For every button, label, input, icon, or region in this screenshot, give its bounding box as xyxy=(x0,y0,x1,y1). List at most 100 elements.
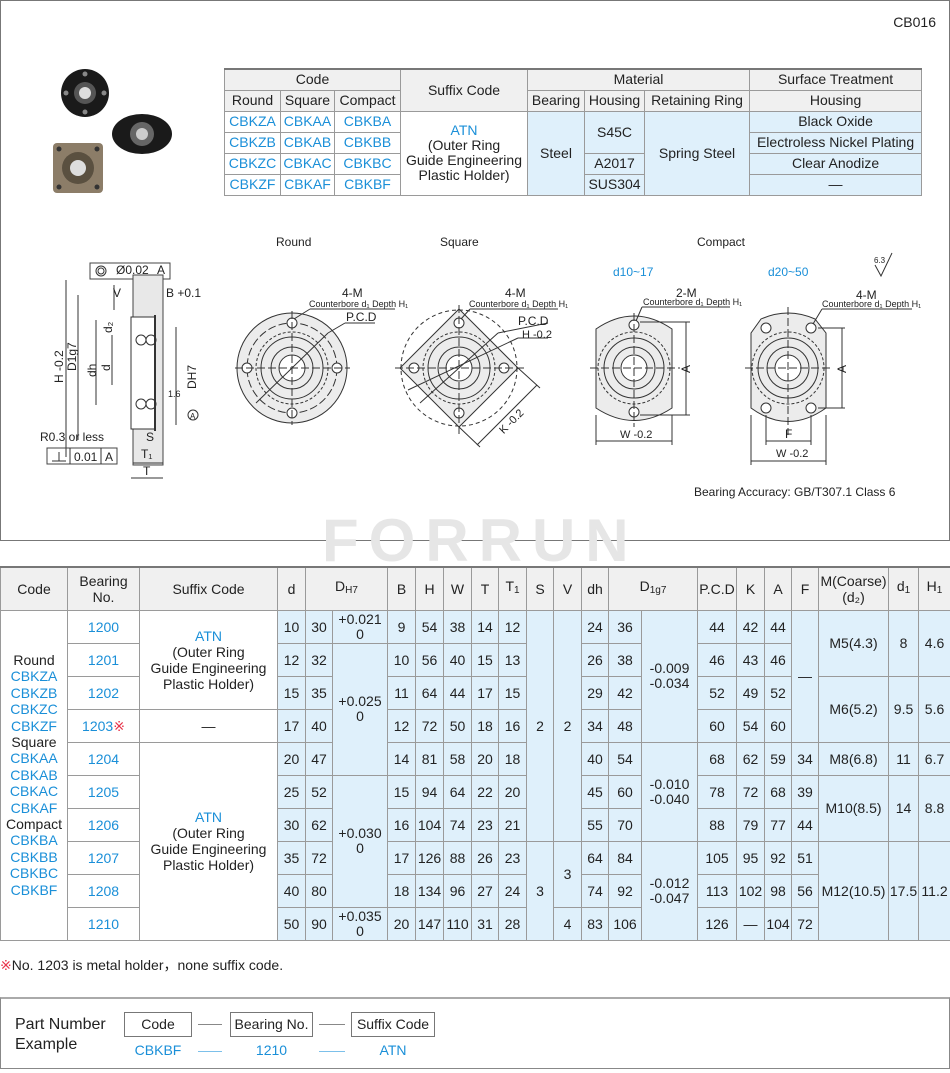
dh7-value: 52 xyxy=(305,774,333,809)
d-value: 35 xyxy=(277,840,306,875)
code-compact[interactable]: CBKBB xyxy=(333,131,402,154)
a-value: 92 xyxy=(764,840,793,875)
t1-value: 23 xyxy=(498,840,528,875)
suffix-desc: Plastic Holder) xyxy=(418,167,510,183)
bearing-no[interactable]: 1208 xyxy=(87,882,120,899)
col-bearing-no-line: Bearing xyxy=(79,572,128,589)
bearing-no[interactable]: 1206 xyxy=(87,816,120,833)
dh7-value: 30 xyxy=(305,609,333,644)
bearing-no-cell: 1205 xyxy=(67,774,140,809)
suffix-desc: Guide Engineering xyxy=(150,841,267,857)
dh-value: 24 xyxy=(581,609,610,644)
s-value: 3 xyxy=(526,840,555,941)
bearing-no[interactable]: 1207 xyxy=(87,849,120,866)
table-row: CBKZF CBKAF CBKBF SUS304 — xyxy=(224,173,923,196)
suffix-code[interactable]: ATN xyxy=(195,627,222,644)
dh7-value: 40 xyxy=(305,708,333,743)
col-d1: d1 xyxy=(888,566,920,611)
header-code: Code xyxy=(223,68,402,91)
code-round[interactable]: CBKZB xyxy=(224,131,281,154)
material-table: Code Suffix Code Material Surface Treatm… xyxy=(223,68,923,196)
subheader-square: Square xyxy=(280,89,335,112)
h-value: 104 xyxy=(415,807,445,842)
compact-housing-photo xyxy=(112,114,172,154)
compact-small-a-label: A xyxy=(679,365,693,373)
tolerance-lower: -0.047 xyxy=(649,889,690,906)
product-code[interactable]: CBKAA xyxy=(10,750,58,767)
code-square[interactable]: CBKAB xyxy=(280,131,335,154)
side-dh-label: dh xyxy=(85,364,99,377)
bearing-no[interactable]: 1200 xyxy=(87,618,120,635)
tolerance-lower: -0.040 xyxy=(649,790,690,807)
suffix-cell: ATN (Outer Ring Guide Engineering Plasti… xyxy=(400,110,529,196)
bearing-no[interactable]: 1203 xyxy=(82,717,114,734)
bearing-no[interactable]: 1210 xyxy=(87,915,120,932)
round-front-view: 4-M Counterbore d₁ Depth H₁ P.C.D xyxy=(235,286,408,425)
pcd-value: 68 xyxy=(697,741,738,776)
example-title-line: Example xyxy=(15,1036,78,1053)
d1g7-value: 36 xyxy=(608,609,643,644)
product-code[interactable]: CBKZB xyxy=(10,684,58,701)
concentricity-value: Ø0.02 xyxy=(116,263,149,277)
bearing-no[interactable]: 1202 xyxy=(87,684,120,701)
product-code[interactable]: CBKBF xyxy=(10,881,58,898)
t1-value: 12 xyxy=(498,609,528,644)
h-value: 134 xyxy=(415,873,445,908)
product-code[interactable]: CBKAB xyxy=(10,766,58,783)
header-material: Material xyxy=(527,68,751,91)
separator-dash xyxy=(319,1024,345,1025)
bearing-no[interactable]: 1204 xyxy=(87,750,120,767)
code-compact[interactable]: CBKBA xyxy=(333,110,402,133)
suffix-code[interactable]: ATN xyxy=(450,122,478,138)
product-code[interactable]: CBKBB xyxy=(10,848,58,865)
side-roughness: 1.6 xyxy=(168,389,181,399)
col-t1-main: T xyxy=(505,578,515,595)
code-compact[interactable]: CBKBC xyxy=(333,152,402,175)
code-round[interactable]: CBKZA xyxy=(224,110,281,133)
product-code[interactable]: CBKZA xyxy=(10,668,58,685)
product-code[interactable]: CBKAF xyxy=(10,799,58,816)
header-surface-treatment: Surface Treatment xyxy=(749,68,923,91)
bearing-no-cell: 1200 xyxy=(67,609,140,644)
suffix-code[interactable]: ATN xyxy=(195,809,222,825)
b-value: 16 xyxy=(387,807,417,842)
col-code: Code xyxy=(0,566,68,611)
w-value: 74 xyxy=(443,807,473,842)
product-code[interactable]: CBKZF xyxy=(11,717,57,734)
example-code-value: CBKBF xyxy=(134,1042,182,1058)
bearing-no[interactable]: 1205 xyxy=(87,783,120,800)
suffix-cell: — xyxy=(139,708,278,743)
col-s: S xyxy=(526,566,555,611)
code-square[interactable]: CBKAA xyxy=(280,110,335,133)
b-value: 12 xyxy=(387,708,417,743)
footnote-text: No. 1203 is metal holder，none suffix cod… xyxy=(11,957,284,973)
example-suffix-box: Suffix Code xyxy=(351,1012,435,1037)
code-compact[interactable]: CBKBF xyxy=(333,173,402,196)
col-d1-main: d xyxy=(896,578,905,595)
product-code[interactable]: CBKBC xyxy=(9,865,59,882)
k-value: 72 xyxy=(736,774,766,809)
t1-value: 21 xyxy=(498,807,528,842)
example-bearing-value: 1210 xyxy=(255,1042,288,1058)
tolerance-upper: +0.025 xyxy=(338,693,382,709)
suffix-desc: Guide Engineering xyxy=(150,659,267,676)
code-round[interactable]: CBKZC xyxy=(224,152,281,175)
code-square[interactable]: CBKAC xyxy=(280,152,335,175)
side-s-label: S xyxy=(146,430,154,444)
code-square[interactable]: CBKAF xyxy=(280,173,335,196)
product-code[interactable]: CBKAC xyxy=(9,783,59,800)
subheader-round: Round xyxy=(224,89,281,112)
col-m-line: M(Coarse) xyxy=(820,572,887,589)
compact-large-front-view: A F W -0.2 4-M Counterbore d₁ Depth H₁ xyxy=(745,288,921,465)
product-code[interactable]: CBKBA xyxy=(10,832,58,849)
m-thread-value: M8(6.8) xyxy=(818,741,890,776)
code-round[interactable]: CBKZF xyxy=(224,173,281,196)
product-code[interactable]: CBKZC xyxy=(10,701,58,718)
pcd-value: 52 xyxy=(697,675,738,710)
col-f: F xyxy=(791,566,820,611)
surface-treatment: — xyxy=(749,173,923,196)
bearing-no[interactable]: 1201 xyxy=(87,651,120,668)
